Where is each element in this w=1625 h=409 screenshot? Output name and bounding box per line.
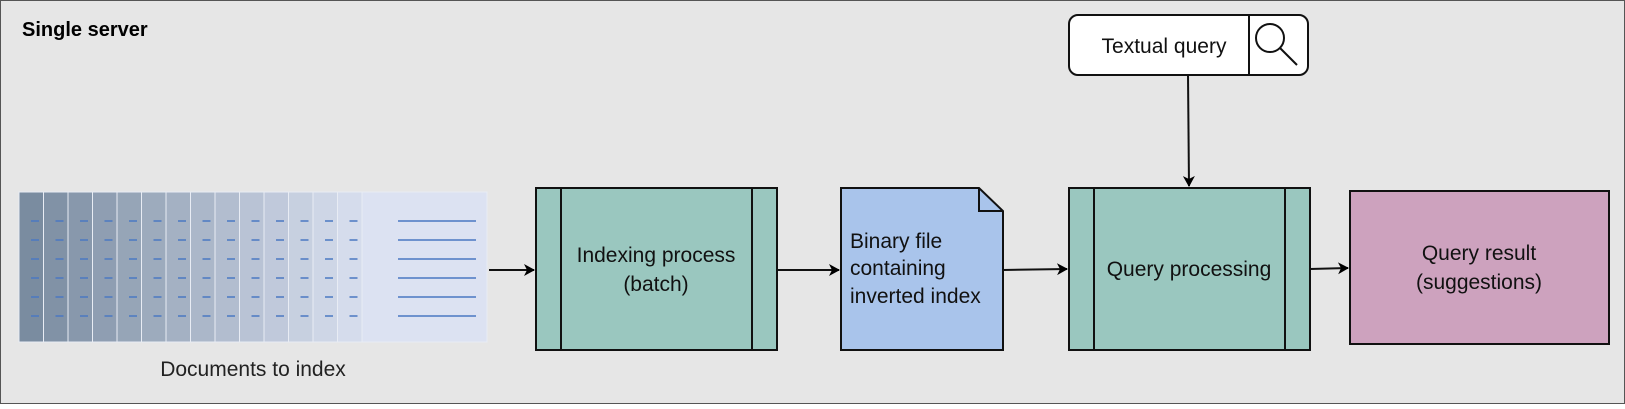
arrow-textual-query-to-query-processing [1182, 74, 1195, 187]
query-result-node: Query result (suggestions) [1349, 190, 1610, 345]
binary-file-label-line2: containing [850, 257, 946, 280]
binary-file-node: Binary file containing inverted index [840, 187, 1004, 351]
textual-query-node: Textual query [1068, 14, 1309, 76]
binary-file-label-line1: Binary file [850, 230, 942, 253]
search-icon [1255, 23, 1298, 66]
container-title: Single server [22, 19, 148, 41]
query-processing-node: Query processing [1068, 187, 1311, 351]
documents-stack [18, 191, 488, 343]
query-result-label-line1: Query result [1422, 242, 1537, 265]
document-page [361, 191, 488, 343]
query-result-label-line2: (suggestions) [1416, 271, 1542, 294]
binary-file-label-line3: inverted index [850, 285, 981, 308]
arrow-query-processing-to-result [1309, 262, 1349, 275]
arrow-binary-file-to-query-processing [1002, 263, 1068, 276]
textual-query-label: Textual query [1102, 35, 1227, 58]
query-processing-label: Query processing [1107, 258, 1272, 281]
indexing-process-label-line1: Indexing process [577, 244, 736, 267]
indexing-process-node: Indexing process (batch) [535, 187, 778, 351]
indexing-process-label-line2: (batch) [623, 273, 688, 296]
documents-label: Documents to index [160, 358, 346, 381]
